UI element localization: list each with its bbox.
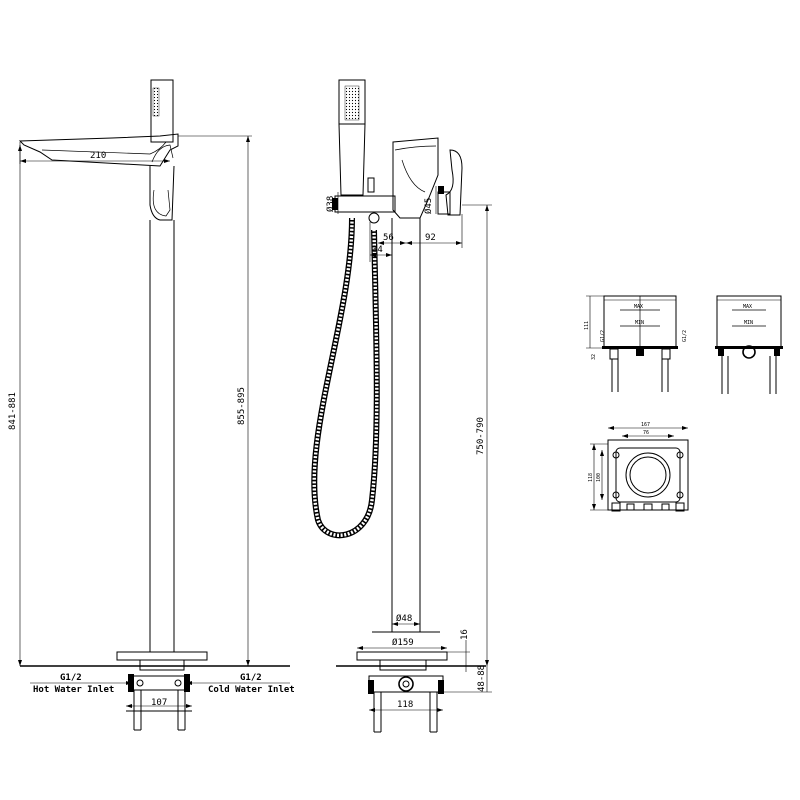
cold-inlet-label: Cold Water Inlet: [208, 685, 295, 695]
dim-base-width: 107: [151, 698, 167, 708]
plan-inner-height: 100: [596, 473, 602, 482]
dim-34: 34: [372, 245, 383, 255]
dim-body-diameter: Ø45: [423, 198, 434, 214]
dim-56: 56: [383, 233, 394, 243]
valve-box-front: MAX MIN 111 32 G1/2 G1/2: [584, 295, 688, 392]
side-view: Ø38 Ø45 34 56 92 750-79: [311, 79, 492, 733]
dim-92: 92: [425, 233, 436, 243]
hot-inlet-size: G1/2: [60, 673, 82, 683]
mixer-body-side: [392, 137, 439, 219]
valve-side-min: MIN: [744, 320, 753, 326]
dim-holder-diameter: Ø38: [325, 196, 336, 212]
mounting-frame-front: [126, 659, 192, 731]
dim-base-diameter: Ø159: [392, 637, 414, 648]
hot-inlet-label: Hot Water Inlet: [33, 685, 114, 695]
side-dimensions: Ø38 Ø45 34 56 92 750-79: [325, 186, 492, 712]
dim-base-thickness: 16: [460, 629, 470, 640]
cold-inlet-size: G1/2: [240, 673, 262, 683]
valve-side-max: MAX: [743, 304, 752, 310]
plan-inner-width: 76: [643, 430, 649, 436]
column-side: [391, 218, 421, 632]
dim-below-floor: 48-88: [477, 665, 487, 692]
front-dimensions: 210 841-881 855-895 107: [8, 135, 290, 708]
valve-front-min: MIN: [635, 320, 644, 326]
floor-base-front: [20, 651, 290, 667]
valve-front-thread-left: G1/2: [600, 330, 606, 342]
valve-box-plan: 167 76 118 100: [588, 422, 689, 512]
valve-front-thread-right: G1/2: [682, 330, 688, 342]
front-view: 210 841-881 855-895 107 G1/2 Hot W: [8, 79, 295, 731]
dim-pipe-diameter: Ø48: [396, 613, 412, 624]
mounting-frame-side: [368, 659, 444, 733]
handshower-side: [338, 79, 366, 196]
plan-outer-width: 167: [641, 422, 650, 428]
lever-side: [437, 149, 463, 216]
dim-column-height: 750-790: [476, 417, 486, 455]
valve-front-height: 111: [584, 321, 590, 330]
dim-spout-length: 210: [90, 151, 106, 161]
column-front: [149, 220, 175, 652]
dim-height-left: 841-881: [8, 392, 18, 430]
valve-box-side: MAX MIN: [715, 295, 783, 394]
valve-front-max: MAX: [634, 304, 643, 310]
spout-front: [18, 133, 179, 167]
mixer-body-front: [149, 165, 175, 221]
handshower-front: [150, 79, 174, 143]
dim-frame-width: 118: [397, 700, 413, 710]
dim-height-right: 855-895: [237, 387, 247, 425]
plan-outer-height: 118: [588, 473, 594, 482]
shower-hose: [311, 217, 380, 539]
valve-front-bottom: 32: [591, 354, 597, 360]
